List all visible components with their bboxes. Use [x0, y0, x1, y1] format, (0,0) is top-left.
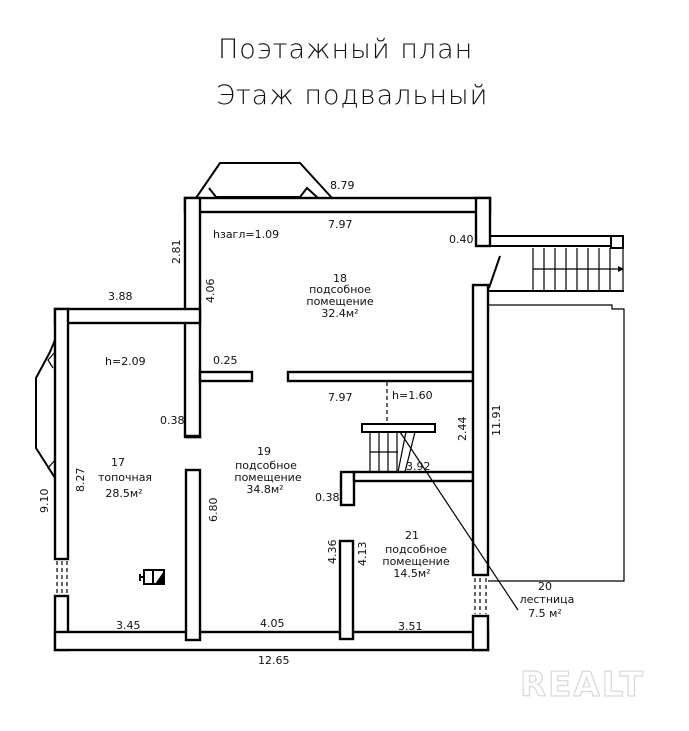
dimension-labels: 8.79 7.97 7.97 0.40 2.81 3.88 4.06 0.25 …	[38, 179, 503, 667]
watermark: REALT	[520, 665, 645, 705]
svg-text:11.91: 11.91	[490, 405, 503, 437]
svg-text:2.81: 2.81	[170, 240, 183, 265]
svg-text:7.5 м²: 7.5 м²	[528, 607, 562, 620]
svg-text:подсобное: подсобное	[235, 459, 297, 472]
svg-text:0.40: 0.40	[449, 233, 474, 246]
svg-text:4.06: 4.06	[204, 279, 217, 304]
svg-text:h=1.60: h=1.60	[392, 389, 433, 402]
svg-text:8.27: 8.27	[74, 468, 87, 493]
room-20-label: 20 лестница 7.5 м²	[520, 580, 575, 620]
svg-text:помещение: помещение	[306, 295, 373, 308]
entrance-door-swing	[488, 255, 501, 289]
svg-text:топочная: топочная	[98, 471, 152, 484]
svg-text:7.97: 7.97	[328, 391, 353, 404]
svg-text:4.05: 4.05	[260, 617, 285, 630]
svg-text:21: 21	[405, 529, 419, 542]
walls	[53, 196, 492, 652]
svg-text:18: 18	[333, 272, 347, 285]
svg-text:3.92: 3.92	[406, 460, 431, 473]
svg-text:hзагл=1.09: hзагл=1.09	[213, 228, 279, 241]
svg-text:подсобное: подсобное	[309, 283, 371, 296]
svg-text:3.51: 3.51	[398, 620, 423, 633]
svg-text:3.45: 3.45	[116, 619, 141, 632]
left-bay-window	[35, 339, 56, 479]
room-19-label: 19 подсобное помещение 34.8м² h=1.60	[234, 389, 432, 496]
svg-text:14.5м²: 14.5м²	[393, 567, 430, 580]
svg-text:28.5м²: 28.5м²	[105, 487, 142, 500]
svg-text:9.10: 9.10	[38, 489, 51, 514]
svg-text:помещение: помещение	[382, 555, 449, 568]
svg-text:лестница: лестница	[520, 593, 575, 606]
svg-text:подсобное: подсобное	[385, 543, 447, 556]
svg-text:0.25: 0.25	[213, 354, 238, 367]
room-17-label: 17 топочная 28.5м² h=2.09	[98, 355, 152, 500]
svg-text:0.38: 0.38	[160, 414, 185, 427]
interior-stair	[361, 382, 519, 611]
top-bay-window	[185, 162, 333, 199]
room-18-label: 18 подсобное помещение 32.4м² hзагл=1.09	[213, 228, 374, 320]
svg-text:4.36: 4.36	[326, 540, 339, 565]
right-door-opening[interactable]	[474, 578, 487, 614]
room-20-outline	[488, 304, 625, 582]
svg-text:h=2.09: h=2.09	[105, 355, 146, 368]
svg-text:0.38: 0.38	[315, 491, 340, 504]
svg-text:19: 19	[257, 445, 271, 458]
floor-name: Этаж подвальный	[216, 80, 488, 111]
svg-text:2.44: 2.44	[456, 417, 469, 442]
svg-text:3.88: 3.88	[108, 290, 133, 303]
svg-text:4.13: 4.13	[356, 542, 369, 567]
svg-text:помещение: помещение	[234, 471, 301, 484]
room-21-label: 21 подсобное помещение 14.5м²	[382, 529, 449, 580]
svg-text:32.4м²: 32.4м²	[321, 307, 358, 320]
svg-text:34.8м²: 34.8м²	[246, 483, 283, 496]
svg-text:8.79: 8.79	[330, 179, 355, 192]
boiler-icon	[139, 569, 165, 585]
exterior-stair	[488, 235, 624, 292]
svg-text:17: 17	[111, 456, 125, 469]
svg-text:12.65: 12.65	[258, 654, 290, 667]
svg-text:6.80: 6.80	[207, 498, 220, 523]
left-door-opening[interactable]	[56, 561, 68, 594]
svg-text:7.97: 7.97	[328, 218, 353, 231]
svg-text:20: 20	[538, 580, 552, 593]
plan-title: Поэтажный план	[218, 34, 473, 65]
